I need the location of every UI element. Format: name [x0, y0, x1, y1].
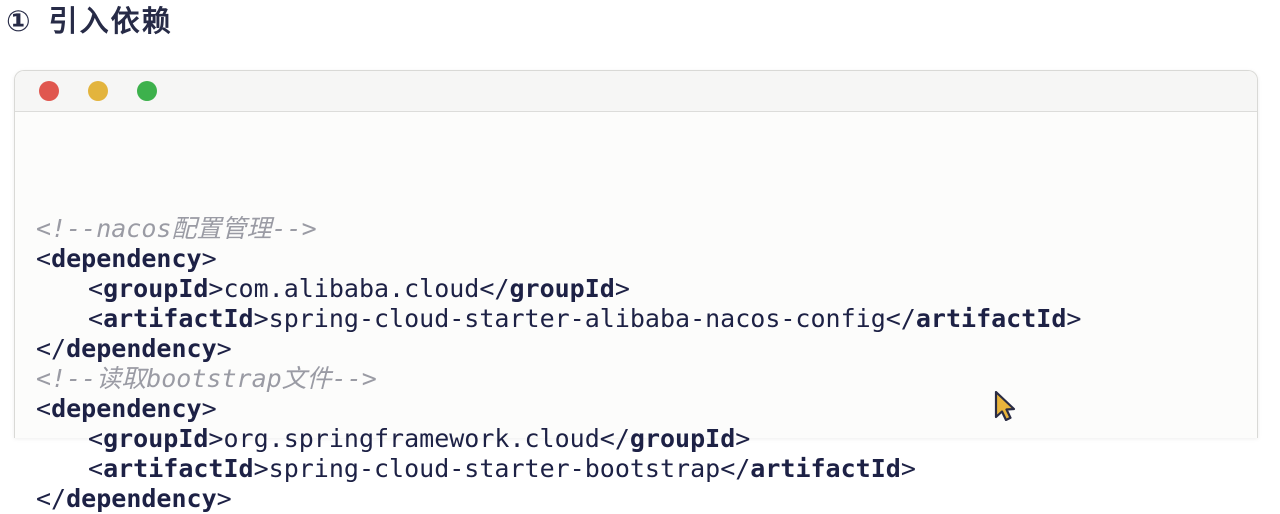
code-text: spring-cloud-starter-alibaba-nacos-confi…	[268, 304, 886, 333]
code-punct: >	[253, 454, 269, 483]
code-punct: >	[253, 304, 269, 333]
code-tag: groupId	[629, 424, 736, 453]
code-tag: dependency	[51, 244, 202, 273]
code-punct: >	[1066, 304, 1082, 333]
code-tag: artifactId	[103, 304, 254, 333]
minimize-button[interactable]	[88, 81, 108, 101]
step-number-icon: ①	[6, 4, 31, 38]
code-punct: >	[201, 394, 217, 423]
code-punct: </	[479, 274, 510, 303]
code-punct: </	[885, 304, 916, 333]
code-block: <!--nacos配置管理--><dependency><groupId>com…	[15, 112, 1257, 514]
code-line: <artifactId>spring-cloud-starter-bootstr…	[36, 454, 1257, 484]
code-tag: dependency	[66, 334, 217, 363]
code-line: </dependency>	[36, 484, 1257, 514]
zoom-button[interactable]	[137, 81, 157, 101]
code-punct: >	[216, 484, 232, 513]
code-comment: <!--读取bootstrap文件-->	[36, 364, 377, 393]
code-punct: >	[216, 334, 232, 363]
code-punct: </	[36, 334, 67, 363]
code-line: <dependency>	[36, 394, 1257, 424]
code-punct: <	[36, 394, 52, 423]
code-window: <!--nacos配置管理--><dependency><groupId>com…	[14, 70, 1258, 513]
code-tag: artifactId	[750, 454, 901, 483]
code-punct: </	[36, 484, 67, 513]
code-line: </dependency>	[36, 334, 1257, 364]
window-titlebar	[15, 71, 1257, 112]
page-title: ① 引入依赖	[6, 2, 173, 40]
code-tag: artifactId	[915, 304, 1067, 333]
code-punct: <	[36, 244, 52, 273]
code-tag: groupId	[509, 274, 615, 303]
code-line: <artifactId>spring-cloud-starter-alibaba…	[36, 304, 1257, 334]
code-text: spring-cloud-starter-bootstrap	[268, 454, 721, 483]
code-line: <dependency>	[36, 244, 1257, 274]
code-punct: <	[88, 304, 104, 333]
code-punct: </	[599, 424, 630, 453]
code-line: <!--nacos配置管理-->	[36, 214, 1257, 244]
code-comment: <!--nacos配置管理-->	[36, 214, 317, 243]
code-punct: >	[900, 454, 916, 483]
code-punct: >	[614, 274, 630, 303]
close-button[interactable]	[39, 81, 59, 101]
code-tag: groupId	[103, 424, 209, 453]
code-line: <groupId>org.springframework.cloud</grou…	[36, 424, 1257, 454]
code-punct: >	[735, 424, 751, 453]
code-punct: >	[201, 244, 217, 273]
code-punct: >	[208, 274, 224, 303]
code-punct: <	[88, 454, 104, 483]
code-tag: dependency	[66, 484, 217, 513]
code-text: com.alibaba.cloud	[223, 274, 480, 303]
code-text: org.springframework.cloud	[223, 424, 600, 453]
code-punct: <	[88, 274, 104, 303]
code-tag: groupId	[103, 274, 209, 303]
page-title-text: 引入依赖	[48, 4, 173, 38]
code-punct: </	[720, 454, 751, 483]
code-tag: artifactId	[103, 454, 254, 483]
code-punct: <	[88, 424, 104, 453]
code-tag: dependency	[51, 394, 202, 423]
code-line: <groupId>com.alibaba.cloud</groupId>	[36, 274, 1257, 304]
code-line: <!--读取bootstrap文件-->	[36, 364, 1257, 394]
code-punct: >	[208, 424, 224, 453]
